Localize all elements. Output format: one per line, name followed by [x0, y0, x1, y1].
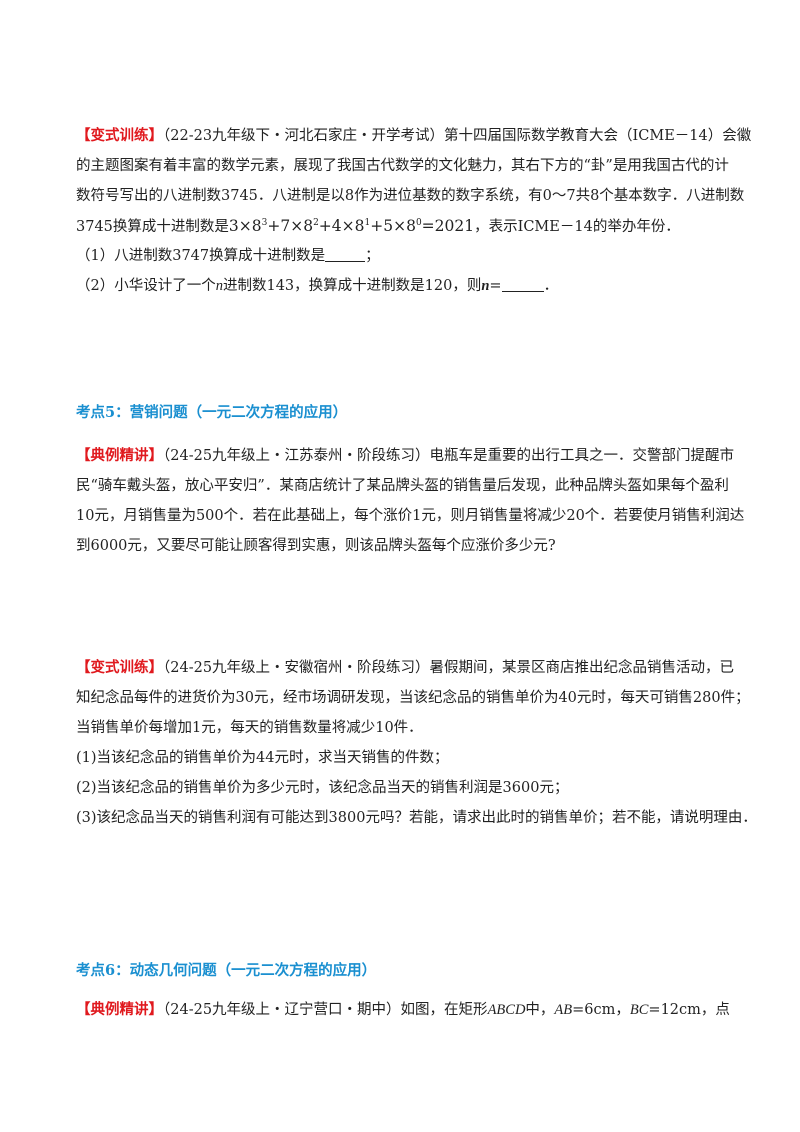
p1-line2: 的主题图案有着丰富的数学元素，展现了我国古代数学的文化魅力，其右下方的“卦”是用…: [76, 158, 729, 174]
p3-question-2: (2)当该纪念品的销售单价为多少元时，该纪念品当天的销售利润是3600元；: [76, 780, 569, 796]
p3-line1: 【变式训练】（24-25九年级上・安徽宿州・阶段练习）暑假期间，某景区商店推出纪…: [76, 659, 735, 676]
p2-line3: 10元，月销售量为500个．若在此基础上，每个涨价1元，则月销售量将减少20个．…: [76, 508, 745, 524]
p1-question-1: （1）八进制数3747换算成十进制数是；: [76, 241, 736, 271]
p4-line1: 【典例精讲】（24-25九年级上・辽宁营口・期中）如图，在矩形ABCD中，AB=…: [76, 1001, 730, 1018]
p1-line3: 数符号写出的八进制数3745．八进制是以8作为进位基数的数字系统，有0～7共8个…: [76, 188, 745, 204]
example-problem-5: 【典例精讲】（24-25九年级上・江苏泰州・阶段练习）电瓶车是重要的出行工具之一…: [76, 441, 745, 561]
p3-question-1: (1)当该纪念品的销售单价为44元时，求当天销售的件数；: [76, 750, 449, 766]
p1-text: （22-23九年级下・河北石家庄・开学考试）第十四届国际数学教育大会（ICME－…: [163, 128, 752, 144]
variant-tag: 【变式训练】: [76, 659, 163, 676]
octal-formula: 3×83+7×82+4×81+5×80=2021: [228, 217, 475, 235]
p2-line2: 民“骑车戴头盔，放心平安归”．某商店统计了某品牌头盔的销售量后发现，此种品牌头盔…: [76, 478, 729, 494]
answer-blank-1[interactable]: [325, 243, 366, 262]
p3-line2: 知纪念品每件的进货价为30元，经市场调研发现，当该纪念品的销售单价为40元时，每…: [76, 690, 750, 706]
p2-line4: 到6000元，又要尽可能让顾客得到实惠，则该品牌头盔每个应涨价多少元?: [76, 538, 556, 554]
p1-line4: 3745换算成十进制数是3×83+7×82+4×81+5×80=2021，表示I…: [76, 211, 736, 241]
p3-question-3: (3)该纪念品当天的销售利润有可能达到3800元吗？若能，请求出此时的销售单价；…: [76, 810, 757, 826]
p1-line4-pre: 3745换算成十进制数是: [76, 219, 229, 235]
p1-line4-post: ，表示ICME－14的举办年份．: [474, 219, 680, 235]
p1-line1: 【变式训练】（22-23九年级下・河北石家庄・开学考试）第十四届国际数学教育大会…: [76, 121, 751, 151]
answer-blank-2[interactable]: [501, 273, 544, 292]
example-tag: 【典例精讲】: [76, 447, 163, 464]
p1-question-2: （2）小华设计了一个n进制数143，换算成十进制数是120，则n=．: [76, 271, 736, 301]
example-problem-6: 【典例精讲】（24-25九年级上・辽宁营口・期中）如图，在矩形ABCD中，AB=…: [76, 995, 736, 1025]
section-heading-5: 考点5：营销问题（一元二次方程的应用）: [76, 404, 348, 421]
section-heading-6: 考点6：动态几何问题（一元二次方程的应用）: [76, 962, 377, 979]
variant-exercise-1: 【变式训练】（22-23九年级下・河北石家庄・开学考试）第十四届国际数学教育大会…: [76, 121, 751, 301]
variant-tag: 【变式训练】: [76, 127, 163, 144]
variant-exercise-2: 【变式训练】（24-25九年级上・安徽宿州・阶段练习）暑假期间，某景区商店推出纪…: [76, 653, 757, 833]
example-tag: 【典例精讲】: [76, 1001, 163, 1018]
p2-line1: 【典例精讲】（24-25九年级上・江苏泰州・阶段练习）电瓶车是重要的出行工具之一…: [76, 447, 735, 464]
p3-line3: 当销售单价每增加1元，每天的销售数量将减少10件．: [76, 720, 423, 736]
